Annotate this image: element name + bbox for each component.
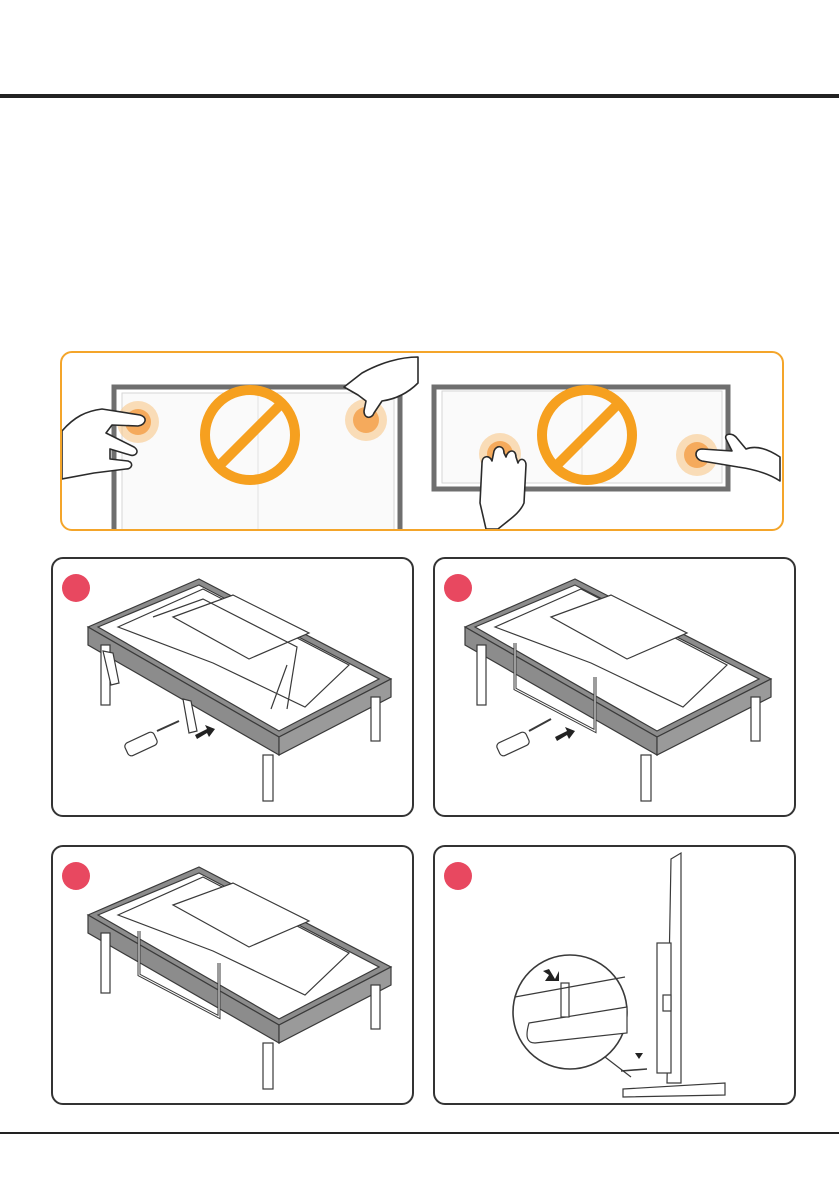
arrow-icon bbox=[635, 1053, 643, 1059]
screwdriver-icon bbox=[124, 721, 179, 757]
attach-leg-brackets-illustration bbox=[53, 559, 412, 815]
side-view-icon bbox=[623, 853, 725, 1097]
attach-stand-frame-illustration bbox=[435, 559, 794, 815]
footer-rule bbox=[0, 1132, 839, 1134]
step-panel-2 bbox=[433, 557, 796, 817]
arrow-icon bbox=[195, 725, 215, 739]
step-panel-1 bbox=[51, 557, 414, 817]
arrow-icon bbox=[555, 727, 575, 741]
screwdriver-icon bbox=[496, 719, 551, 757]
step-panel-3 bbox=[51, 845, 414, 1105]
step-panel-4 bbox=[433, 845, 796, 1105]
header-rule bbox=[0, 94, 839, 98]
handling-warning-illustration bbox=[62, 353, 782, 529]
tv-upright-side-view-illustration bbox=[435, 847, 794, 1103]
stand-attached-illustration bbox=[53, 847, 412, 1103]
warning-box bbox=[60, 351, 784, 531]
